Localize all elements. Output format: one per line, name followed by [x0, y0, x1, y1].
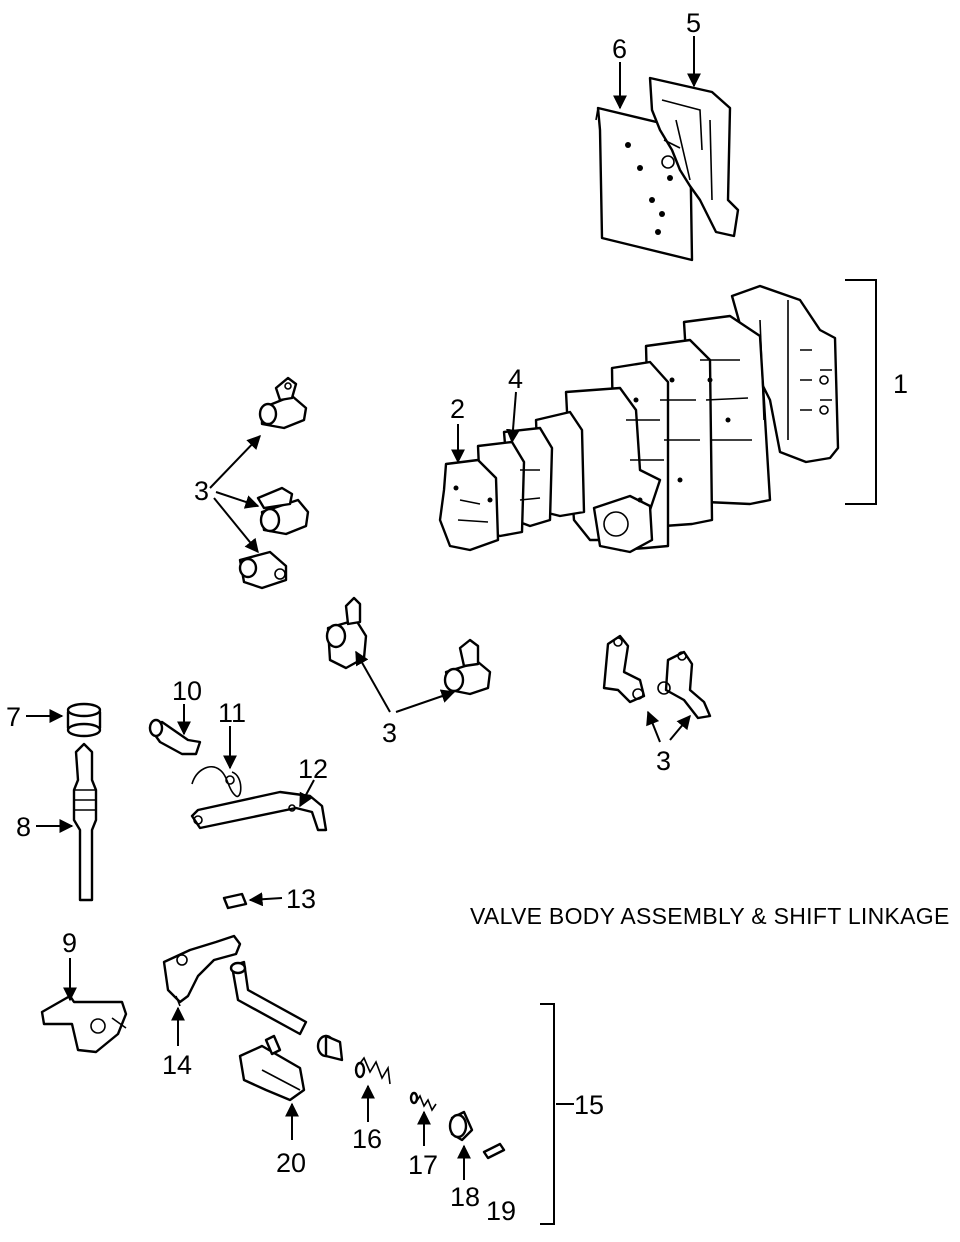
part-16-spring	[316, 1034, 391, 1085]
part-14-detent-lever	[162, 934, 242, 1007]
part-5-valve-body-cover	[648, 76, 740, 238]
part-8-shaft	[72, 742, 98, 902]
part-7-bushing	[66, 702, 102, 738]
callout-14: 14	[162, 1050, 192, 1080]
part-20-bracket	[238, 1034, 306, 1102]
part-9-shift-plate	[40, 994, 128, 1054]
callout-18: 18	[450, 1182, 480, 1212]
callout-15: 15	[574, 1090, 604, 1120]
part-11-spring	[191, 766, 242, 798]
callout-20: 20	[276, 1148, 306, 1178]
part-18-bushing	[448, 1110, 474, 1142]
callout-16: 16	[352, 1124, 382, 1154]
callout-17: 17	[408, 1150, 438, 1180]
part-10-pin	[148, 718, 202, 756]
callout-11: 11	[218, 698, 246, 728]
callout-3-left: 3	[194, 476, 209, 506]
part-3-solenoid-group-left	[238, 376, 310, 590]
part-3-solenoid-group-center	[325, 596, 492, 696]
part-3-solenoid-group-right	[602, 634, 712, 720]
callout-4: 4	[508, 364, 523, 394]
callout-10: 10	[172, 676, 202, 706]
callout-19: 19	[486, 1196, 516, 1226]
part-13-clip	[222, 892, 248, 910]
callout-7: 7	[6, 702, 21, 732]
part-19-pin	[482, 1142, 506, 1160]
callout-6: 6	[612, 34, 627, 64]
diagram-caption: VALVE BODY ASSEMBLY & SHIFT LINKAGE	[470, 903, 950, 929]
part-15-linkage-rod	[229, 960, 308, 1036]
callout-8: 8	[16, 812, 31, 842]
callout-5: 5	[686, 8, 701, 38]
callout-3-center: 3	[382, 718, 397, 748]
callout-12: 12	[298, 754, 328, 784]
callout-2: 2	[450, 394, 465, 424]
callout-3-right: 3	[656, 746, 671, 776]
part-1-valve-body-assembly	[438, 284, 840, 554]
callout-13: 13	[286, 884, 316, 914]
callout-1: 1	[893, 369, 908, 399]
part-17-spring	[409, 1091, 437, 1112]
part-12-lever	[190, 790, 328, 832]
callout-9: 9	[62, 928, 77, 958]
